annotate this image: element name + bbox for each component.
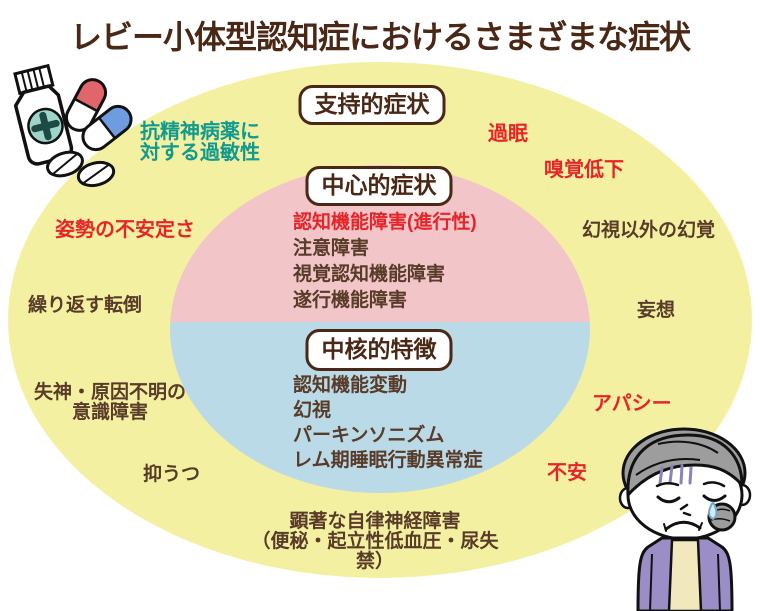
label-postural-instability: 姿勢の不安定さ (55, 219, 195, 241)
label-delusions: 妄想 (637, 300, 676, 321)
label-non-visual-hallucinations: 幻視以外の幻覚 (582, 220, 716, 241)
label-syncope-unexplained-loc: 失神・原因不明の 意識障害 (33, 382, 186, 423)
label-antipsychotic-hypersensitivity: 抗精神病薬に 対する過敏性 (140, 121, 260, 164)
list-item-visual-hallucinations: 幻視 (293, 400, 332, 421)
core-features-list: 認知機能変動 幻視 パーキンソニズム レム期睡眠行動異常症 (293, 373, 483, 473)
label-hypersomnia: 過眠 (488, 123, 528, 145)
label-depression: 抑うつ (143, 464, 201, 485)
label-repeated-falls: 繰り返す転倒 (28, 295, 143, 316)
central-symptoms-list: 認知機能障害(進行性) 注意障害 視覚認知機能障害 遂行機能障害 (293, 210, 477, 314)
list-item-executive-dysfunction: 遂行機能障害 (293, 290, 408, 311)
label-autonomic-dysfunction: 顕著な自律神経障害 （便秘・起立性低血圧・尿失禁） (251, 511, 499, 572)
central-symptoms-label: 中心的症状 (305, 166, 453, 206)
list-item-visuoperceptual-impairment: 視覚認知機能障害 (293, 264, 446, 285)
list-item-progressive-cognitive-impairment: 認知機能障害(進行性) (293, 212, 477, 233)
list-item-rem-sleep-behavior-disorder: レム期睡眠行動異常症 (293, 450, 483, 471)
supportive-symptoms-label: 支持的症状 (298, 85, 446, 125)
worried-elderly-woman-icon (618, 427, 752, 611)
label-apathy: アパシー (592, 393, 672, 415)
label-anxiety: 不安 (547, 462, 587, 484)
list-item-cognitive-fluctuation: 認知機能変動 (293, 375, 408, 396)
medicine-bottle-and-pills-icon (13, 63, 133, 188)
list-item-parkinsonism: パーキンソニズム (293, 425, 445, 446)
core-features-label: 中核的特徴 (305, 329, 453, 371)
list-item-attention-disorder: 注意障害 (293, 238, 370, 259)
label-olfactory-decline: 嗅覚低下 (544, 159, 624, 181)
page-title: レビー小体型認知症におけるさまざまな症状 (69, 19, 691, 55)
